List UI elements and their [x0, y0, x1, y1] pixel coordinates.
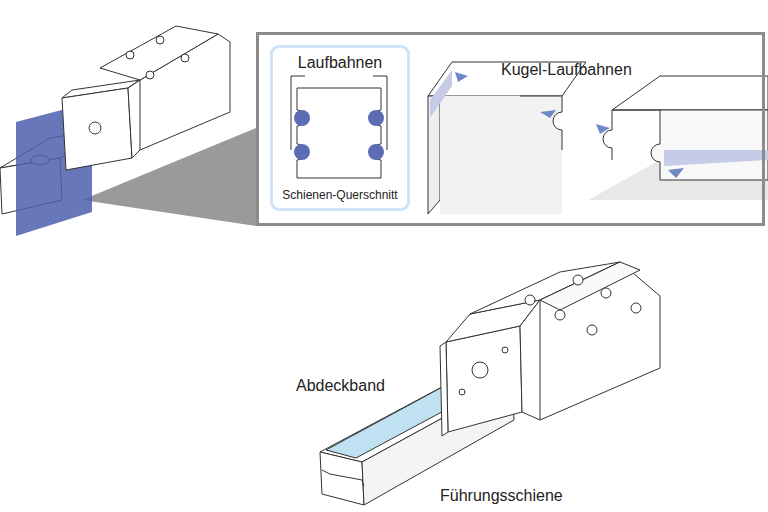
- cross-section-box: LaufbahnenSchienen-Querschnitt: [270, 45, 410, 211]
- rail-perspective-1: [428, 62, 586, 214]
- rail-perspective-2: [588, 76, 768, 200]
- carriage-top-left: [62, 26, 230, 170]
- node-text: Kugel-Laufbahnen: [501, 61, 632, 79]
- node-text: Laufbahnen: [273, 54, 407, 72]
- inset-frame: Kugel-Laufbahnen LaufbahnenSchienen-Quers…: [256, 32, 765, 226]
- node-text: Schienen-Querschnitt: [273, 188, 407, 202]
- part-label: Abdeckband: [296, 377, 385, 395]
- rail-cross-section: [291, 76, 387, 178]
- carriage-bottom: [440, 262, 660, 436]
- part-label: Führungsschiene: [440, 487, 563, 505]
